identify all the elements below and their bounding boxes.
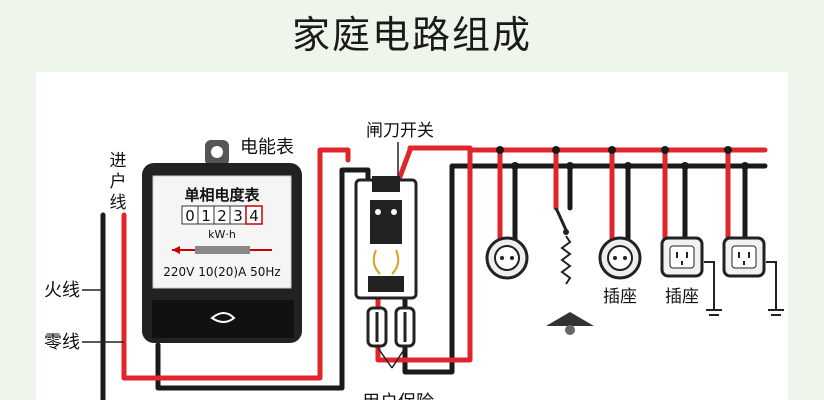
- switch-blade-housing: [370, 200, 402, 244]
- meter-digits: 0 1 2 3 4: [181, 205, 263, 225]
- lamp-shade: [546, 312, 594, 326]
- meter-label: 电能表: [240, 137, 294, 158]
- lamp-circuit: [546, 207, 594, 335]
- junction-dots: [496, 146, 749, 170]
- meter-digit: 2: [217, 207, 227, 225]
- meter-digit: 0: [185, 207, 195, 225]
- meter-seal-icon: [210, 312, 236, 323]
- pull-switch: [554, 207, 568, 231]
- entry-line-label-3: 线: [110, 193, 127, 213]
- ground-icon: [704, 261, 722, 316]
- live-wire-label: 火线: [44, 280, 80, 301]
- meter-disc-indicator: [172, 246, 272, 254]
- live-meter-to-switch: [121, 147, 351, 381]
- electric-meter: 0 1 2 3 4 单相电度表 kW·h 220V 10(20)A 50Hz: [142, 140, 302, 343]
- meter-digit-red: 4: [249, 207, 259, 225]
- meter-unit: kW·h: [208, 228, 236, 241]
- page-title: 家庭电路组成: [291, 13, 532, 57]
- meter-face: [152, 175, 292, 289]
- square-socket-1: [660, 236, 722, 316]
- neutral-meter-to-switch: [155, 167, 371, 391]
- knife-switch-label: 闸刀开关: [366, 121, 434, 141]
- socket-label-1: 插座: [603, 287, 637, 307]
- meter-name: 单相电度表: [184, 186, 260, 204]
- square-socket-2: [722, 236, 784, 316]
- round-socket-2: [598, 236, 642, 280]
- switch-handle: [372, 176, 400, 192]
- user-fuse-label: 用户保险: [362, 392, 434, 400]
- meter-terminal-cover: [152, 300, 294, 338]
- entry-line-label-1: 进: [110, 151, 127, 171]
- live-wires: [121, 145, 768, 381]
- lamp-cord: [560, 235, 572, 285]
- live-bus: [392, 145, 768, 193]
- lightbulb-icon: [565, 325, 575, 335]
- knife-switch: [354, 176, 418, 300]
- meter-rating: 220V 10(20)A 50Hz: [163, 265, 280, 279]
- switch-bottom-terminals: [368, 276, 404, 292]
- socket-label-2: 插座: [665, 287, 699, 307]
- user-fuses: [366, 306, 416, 348]
- entry-line-label-2: 户: [110, 172, 127, 192]
- switch-fuse-wire-right: [391, 249, 400, 275]
- leader-lines: [82, 142, 406, 369]
- round-socket-1: [485, 236, 529, 280]
- meter-digit: 1: [201, 207, 211, 225]
- neutral-wire-label: 零线: [44, 332, 80, 353]
- meter-digit: 3: [233, 207, 243, 225]
- ground-icon: [766, 261, 784, 316]
- switch-fuse-wire-left: [372, 249, 381, 275]
